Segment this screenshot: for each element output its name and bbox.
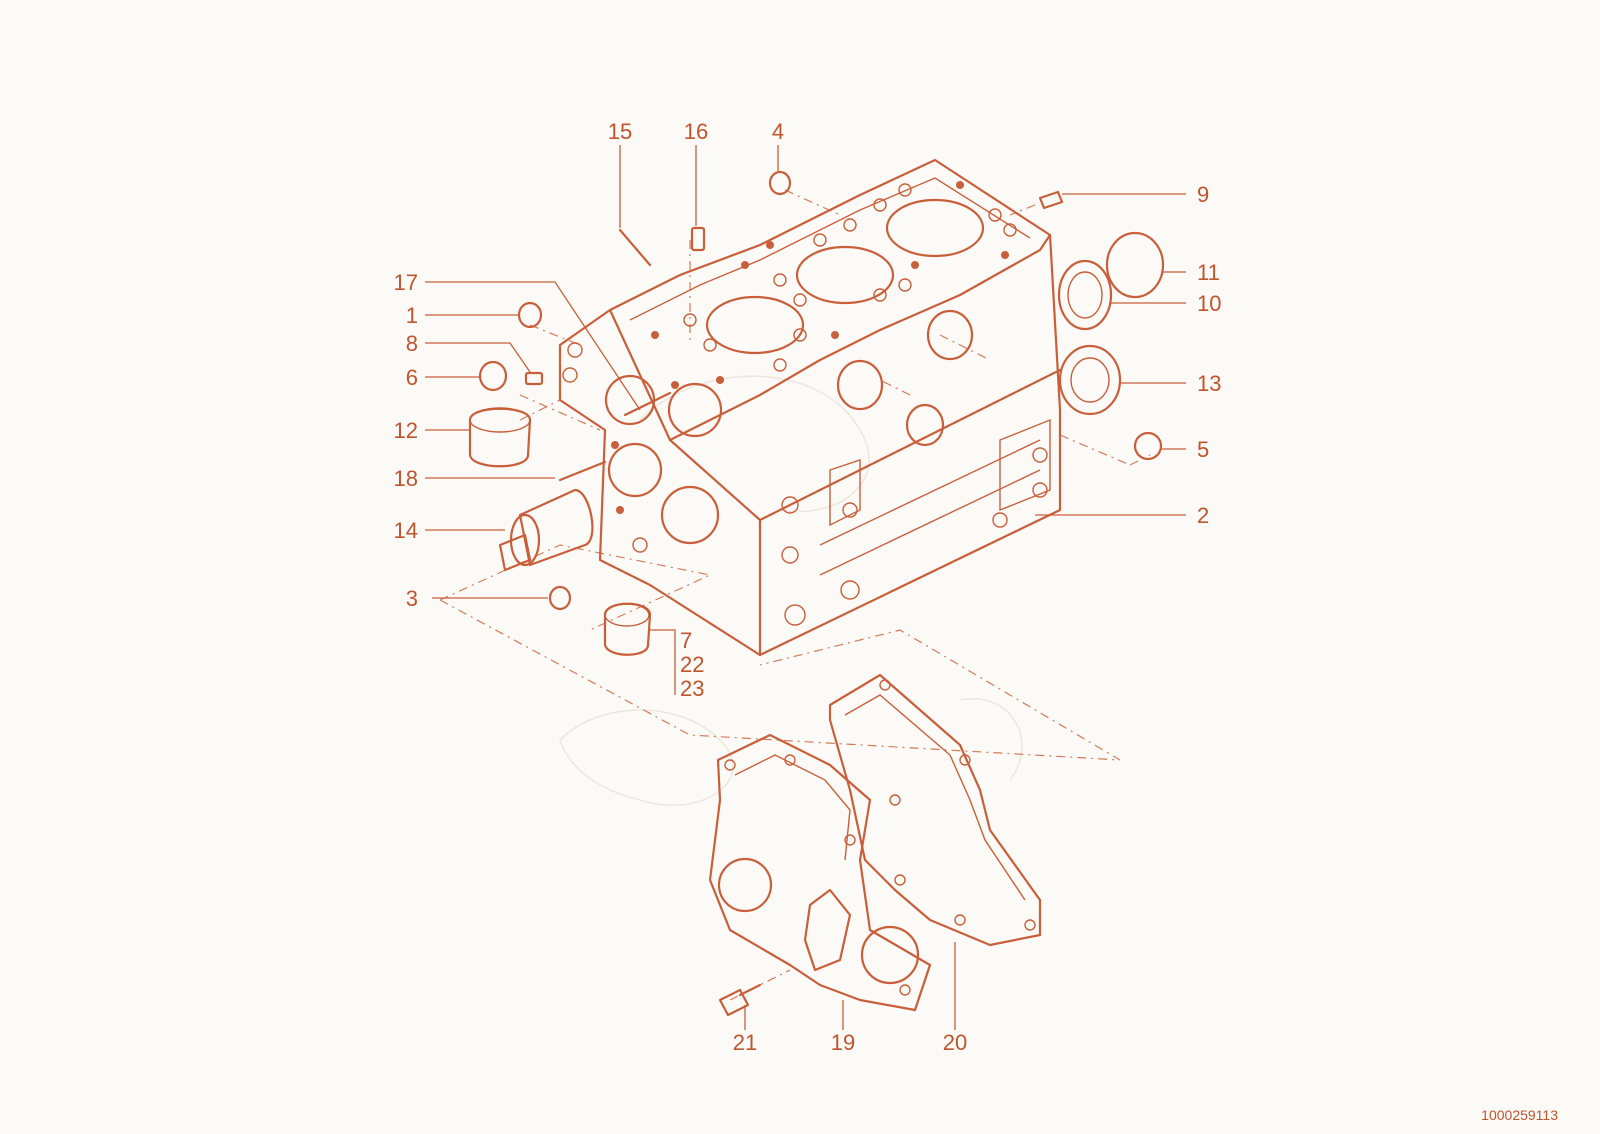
callout-labels: 15 16 4 9 11 10 13 5 2 17 1 8 6 12 18 14… bbox=[394, 119, 1222, 1055]
callout-5: 5 bbox=[1197, 437, 1209, 462]
callout-4: 4 bbox=[772, 119, 784, 144]
callout-12: 12 bbox=[394, 418, 418, 443]
callout-13: 13 bbox=[1197, 371, 1221, 396]
callout-2: 2 bbox=[1197, 503, 1209, 528]
callout-19: 19 bbox=[831, 1030, 855, 1055]
document-id: 1000259113 bbox=[1481, 1107, 1558, 1123]
deck-holes bbox=[651, 181, 1017, 384]
callout-6: 6 bbox=[406, 365, 418, 390]
assembly-lines bbox=[439, 189, 1151, 1001]
callout-18: 18 bbox=[394, 466, 418, 491]
loose-parts bbox=[468, 170, 1165, 1017]
callout-16: 16 bbox=[684, 119, 708, 144]
callout-14: 14 bbox=[394, 518, 418, 543]
callout-21: 21 bbox=[733, 1030, 757, 1055]
crankcase-block bbox=[558, 158, 1062, 657]
callout-23: 23 bbox=[680, 676, 704, 701]
callout-10: 10 bbox=[1197, 291, 1221, 316]
background-watermark bbox=[559, 375, 1023, 806]
gasket-plates bbox=[708, 673, 1042, 1012]
callout-8: 8 bbox=[406, 331, 418, 356]
callout-15: 15 bbox=[608, 119, 632, 144]
callout-3: 3 bbox=[406, 586, 418, 611]
callout-20: 20 bbox=[943, 1030, 967, 1055]
callout-7: 7 bbox=[680, 628, 692, 653]
callout-9: 9 bbox=[1197, 182, 1209, 207]
leader-lines bbox=[425, 145, 1186, 1030]
callout-17: 17 bbox=[394, 270, 418, 295]
callout-22: 22 bbox=[680, 652, 704, 677]
callout-1: 1 bbox=[406, 303, 418, 328]
callout-11: 11 bbox=[1197, 260, 1220, 285]
